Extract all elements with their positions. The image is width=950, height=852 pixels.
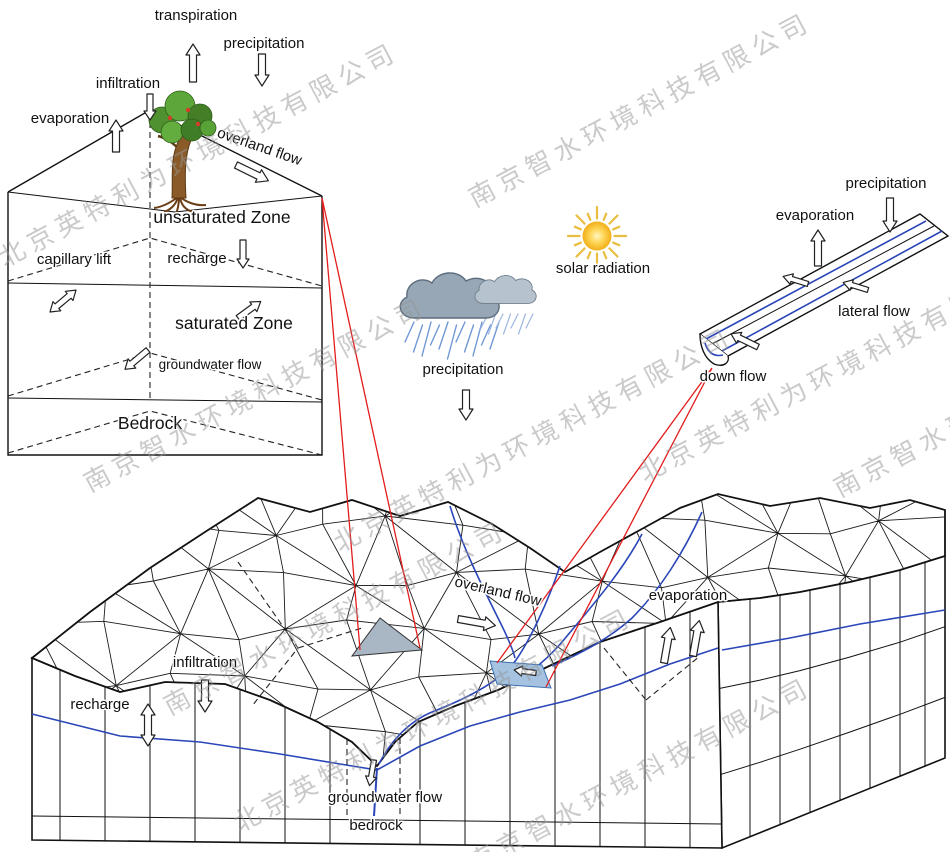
recharge-arrow-icon-terrain	[140, 703, 156, 747]
stream-flow-arrow-icon	[513, 665, 537, 677]
label-saturated-zone: saturated Zone	[175, 313, 293, 333]
label-solar-radiation: solar radiation	[556, 260, 650, 277]
label-groundwater-flow-soil: groundwater flow	[159, 357, 262, 372]
labels: transpiration precipitation infiltration…	[29, 6, 928, 836]
flux-arrows	[49, 43, 898, 787]
side-face-grid	[717, 562, 946, 837]
water-table-side	[721, 609, 946, 651]
capillary-lift-arrow-icon	[49, 289, 77, 313]
label-precipitation-soil: precipitation	[224, 35, 305, 52]
tree-icon	[148, 90, 217, 217]
evaporation-arrow-icon-channel	[810, 229, 826, 267]
precipitation-arrow-icon-soil	[254, 53, 270, 87]
capillary-rise-arrow-icon	[235, 300, 262, 321]
label-recharge-soil: recharge	[167, 250, 226, 267]
rain-icon	[404, 313, 534, 360]
evaporation-arrow-icon-terrain-1	[660, 626, 676, 665]
channel-reach-detail	[698, 213, 950, 366]
recharge-arrow-icon-soil	[236, 239, 250, 269]
channel-cross-section	[699, 333, 730, 366]
evaporation-arrow-icon-soil	[108, 119, 124, 153]
water-table-front	[31, 647, 719, 771]
terrain-top-face	[30, 493, 946, 768]
label-down-flow: down flow	[700, 368, 767, 385]
terrain-block	[30, 493, 946, 850]
label-bedrock-terrain: bedrock	[349, 817, 403, 834]
infiltration-arrow-icon-soil	[143, 93, 157, 121]
front-face-grid	[59, 611, 691, 848]
stream-front-face	[373, 767, 378, 817]
label-transpiration: transpiration	[155, 7, 238, 24]
groundwater-flow-arrow-icon-terrain	[365, 759, 378, 787]
selected-tin-cell	[350, 617, 424, 657]
label-precipitation-channel: precipitation	[846, 175, 927, 192]
label-evaporation-channel: evaporation	[776, 207, 854, 224]
overland-flow-arrow-icon-soil	[233, 161, 269, 183]
label-bedrock-soil: Bedrock	[118, 413, 182, 433]
label-evaporation-soil: evaporation	[31, 110, 109, 127]
label-capillary-lift: capillary lift	[37, 251, 112, 268]
label-groundwater-flow-terrain: groundwater flow	[328, 789, 442, 806]
groundwater-flow-arrow-icon-soil	[124, 347, 151, 370]
label-infiltration-soil: infiltration	[96, 75, 160, 92]
channel-flow-arrow-icon	[782, 273, 810, 287]
label-lateral-flow: lateral flow	[838, 303, 910, 320]
sun-rays-icon	[566, 205, 628, 267]
atmosphere	[399, 205, 628, 360]
evaporation-arrow-icon-terrain-2	[689, 619, 705, 658]
label-precipitation-cloud: precipitation	[423, 361, 504, 378]
soil-column-detail	[7, 90, 323, 456]
stream-network	[378, 505, 703, 765]
detail-link-lines	[321, 197, 713, 688]
lateral-flow-arrow-icon	[842, 279, 870, 293]
bedrock-top-line	[31, 815, 723, 825]
sun-icon	[582, 221, 612, 251]
precipitation-arrow-icon-channel	[882, 197, 898, 233]
transpiration-arrow-icon	[185, 43, 201, 83]
label-recharge-terrain: recharge	[70, 696, 129, 713]
infiltration-arrow-icon-terrain	[197, 679, 213, 713]
soil-column-body	[8, 110, 322, 455]
label-evaporation-terrain: evaporation	[649, 587, 727, 604]
cloud-small-icon	[474, 275, 537, 304]
label-infiltration-terrain: infiltration	[173, 654, 237, 671]
precipitation-arrow-icon-cloud	[458, 389, 474, 421]
down-flow-arrow-icon	[730, 331, 760, 351]
subbasin-dashed-lines	[237, 561, 701, 707]
label-unsaturated-zone: unsaturated Zone	[153, 207, 290, 227]
overland-flow-arrow-icon-terrain	[456, 615, 496, 632]
terrain-side-face	[717, 554, 946, 850]
